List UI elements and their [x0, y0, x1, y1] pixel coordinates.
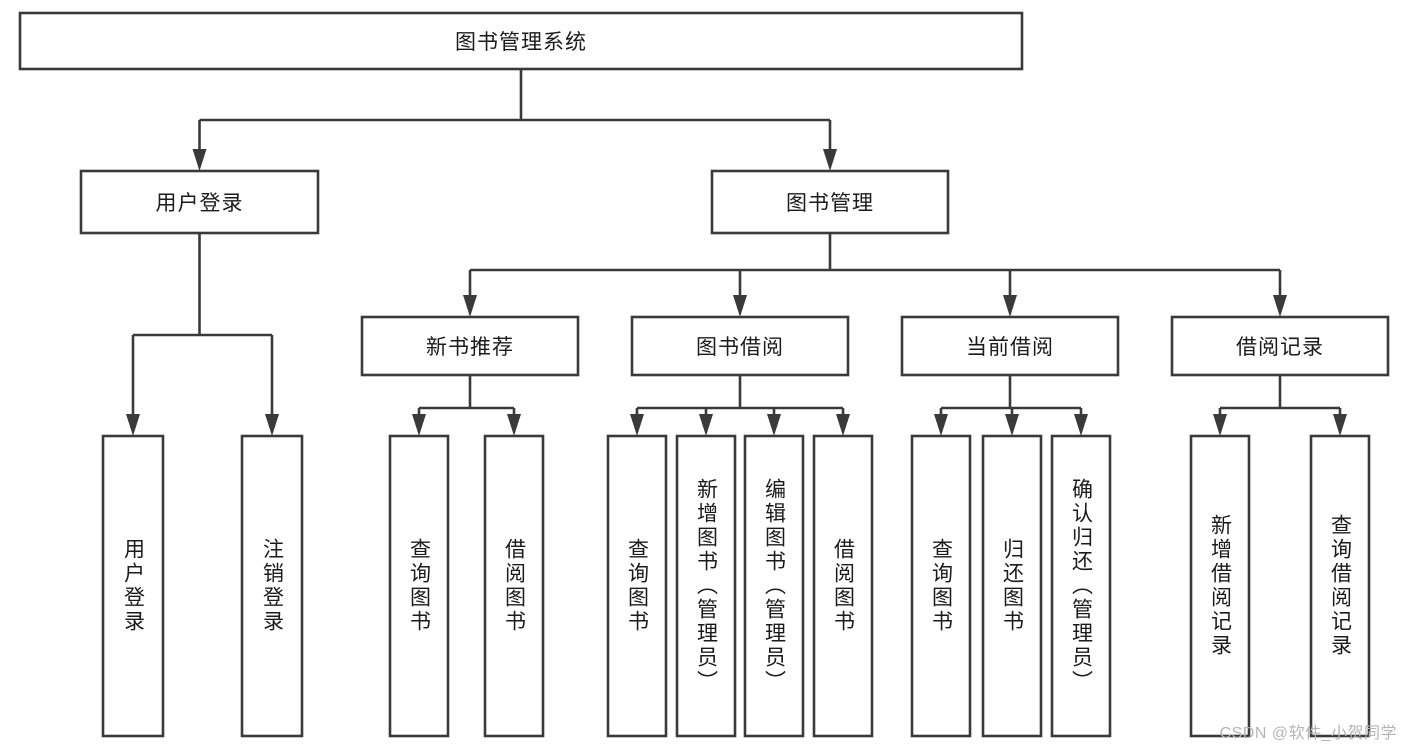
- arrow-head-icon: [1003, 295, 1017, 317]
- node-hit-leaf-借阅图书[interactable]: [485, 436, 543, 736]
- arrow-head-icon: [412, 414, 426, 436]
- node-leaf-查询图书[interactable]: [910, 434, 972, 738]
- arrow-head-icon: [699, 414, 713, 436]
- node-hit-leaf-借阅图书[interactable]: [814, 436, 872, 736]
- node-hit-leaf-新增借阅记录[interactable]: [1191, 436, 1249, 736]
- node-l2-用户登录[interactable]: [79, 169, 320, 235]
- node-hit-root-图书管理系统[interactable]: [20, 13, 1022, 69]
- node-hit-leaf-注销登录[interactable]: [242, 436, 302, 736]
- connector-layer: [126, 69, 1347, 436]
- node-l3-当前借阅[interactable]: [900, 315, 1120, 377]
- arrow-head-icon: [733, 295, 747, 317]
- node-leaf-查询借阅记录[interactable]: [1309, 434, 1371, 738]
- node-leaf-借阅图书[interactable]: [812, 434, 874, 738]
- watermark-text: CSDN @软件_小贺同学: [1219, 725, 1397, 742]
- node-l3-新书推荐[interactable]: [360, 315, 580, 377]
- arrow-head-icon: [192, 149, 207, 171]
- node-hit-leaf-查询图书[interactable]: [912, 436, 970, 736]
- node-leaf-查询图书[interactable]: [606, 434, 668, 738]
- node-hit-leaf-查询借阅记录[interactable]: [1311, 436, 1369, 736]
- node-l3-借阅记录[interactable]: [1170, 315, 1390, 377]
- node-root-图书管理系统[interactable]: [18, 11, 1024, 71]
- node-hit-leaf-查询图书[interactable]: [608, 436, 666, 736]
- node-hit-l3-图书借阅[interactable]: [632, 317, 848, 375]
- node-hit-leaf-归还图书[interactable]: [983, 436, 1041, 736]
- arrow-head-icon: [507, 414, 521, 436]
- arrow-head-icon: [767, 414, 781, 436]
- arrow-head-icon: [126, 414, 140, 436]
- arrow-head-icon: [463, 295, 477, 317]
- node-hit-l2-用户登录[interactable]: [81, 171, 318, 233]
- node-hit-l3-当前借阅[interactable]: [902, 317, 1118, 375]
- arrow-head-icon: [836, 414, 850, 436]
- node-hit-leaf-新增图书管理员[interactable]: [677, 436, 735, 736]
- node-leaf-借阅图书[interactable]: [483, 434, 545, 738]
- node-hit-l3-借阅记录[interactable]: [1172, 317, 1388, 375]
- node-leaf-编辑图书管理员[interactable]: [743, 434, 805, 738]
- arrow-head-icon: [823, 149, 837, 171]
- node-hit-leaf-确认归还管理员[interactable]: [1052, 436, 1110, 736]
- node-leaf-新增借阅记录[interactable]: [1189, 434, 1251, 738]
- node-hit-leaf-用户登录[interactable]: [103, 436, 163, 736]
- arrow-head-icon: [934, 414, 948, 436]
- node-hit-l3-新书推荐[interactable]: [362, 317, 578, 375]
- box-layer: [18, 11, 1390, 738]
- arrow-head-icon: [1213, 414, 1227, 436]
- node-hit-l2-图书管理[interactable]: [712, 171, 948, 233]
- node-leaf-用户登录[interactable]: [101, 434, 165, 738]
- arrow-head-icon: [265, 414, 279, 436]
- arrow-head-icon: [1005, 414, 1019, 436]
- node-leaf-归还图书[interactable]: [981, 434, 1043, 738]
- node-l2-图书管理[interactable]: [710, 169, 950, 235]
- node-hit-leaf-编辑图书管理员[interactable]: [745, 436, 803, 736]
- node-leaf-注销登录[interactable]: [240, 434, 304, 738]
- arrow-head-icon: [1273, 295, 1287, 317]
- arrow-head-icon: [1333, 414, 1347, 436]
- arrow-head-icon: [630, 414, 644, 436]
- node-leaf-查询图书[interactable]: [388, 434, 450, 738]
- arrow-head-icon: [1074, 414, 1088, 436]
- node-leaf-确认归还管理员[interactable]: [1050, 434, 1112, 738]
- node-hit-leaf-查询图书[interactable]: [390, 436, 448, 736]
- node-l3-图书借阅[interactable]: [630, 315, 850, 377]
- node-leaf-新增图书管理员[interactable]: [675, 434, 737, 738]
